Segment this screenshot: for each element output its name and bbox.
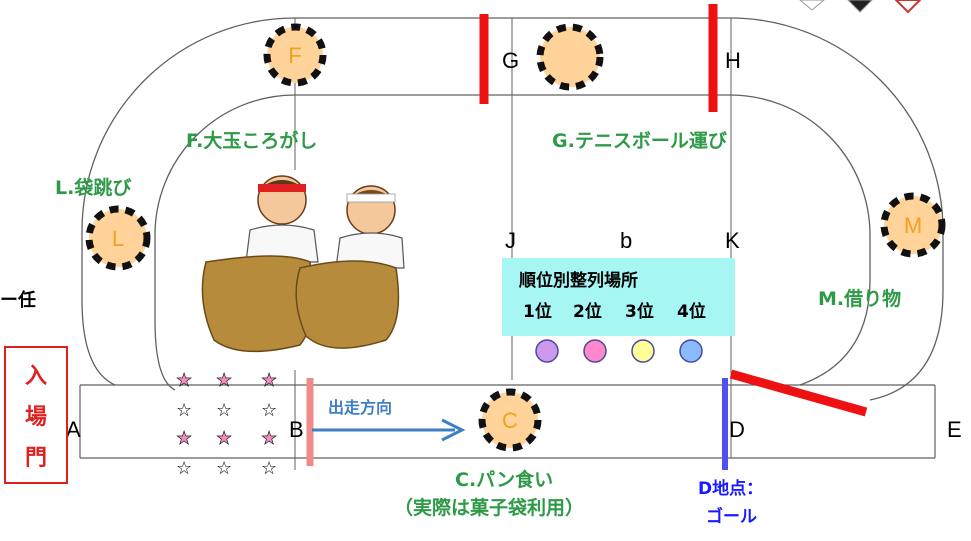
activity-c-line2: （実際は菓子袋利用） <box>394 496 584 519</box>
ranking-4: 4位 <box>677 301 706 322</box>
star: ☆ <box>261 400 277 421</box>
corner-decoration <box>799 0 922 14</box>
outer-track <box>295 17 944 401</box>
entrance-gate <box>4 346 68 484</box>
outer-track-left <box>81 17 296 386</box>
ranking-title: 順位別整列場所 <box>519 270 638 291</box>
ranking-2: 2位 <box>573 301 602 322</box>
station-f-label: F <box>288 43 301 68</box>
point-a: A <box>66 417 81 442</box>
star: ★ <box>261 428 277 449</box>
star-grid: ★ ★ ★ ☆ ☆ ☆ ★ ★ ★ ☆ ☆ ☆ <box>176 370 278 479</box>
ranking-box <box>502 258 735 336</box>
activity-g: G.テニスボール運び <box>552 130 727 152</box>
activity-l: L.袋跳び <box>55 176 131 199</box>
point-b: B <box>289 417 304 442</box>
station-g <box>536 23 604 91</box>
goal-line1: D地点： <box>698 478 763 499</box>
star: ★ <box>216 428 232 449</box>
star: ★ <box>261 370 277 391</box>
star: ★ <box>176 428 192 449</box>
star: ☆ <box>176 458 192 479</box>
gate-char-2: 場 <box>25 405 47 430</box>
star: ★ <box>176 370 192 391</box>
point-e: E <box>947 417 962 442</box>
star: ★ <box>216 370 232 391</box>
direction-label: 出走方向 <box>328 398 392 417</box>
rank-dot-3 <box>631 339 655 363</box>
inner-track-left <box>154 94 296 391</box>
inner-track <box>295 94 871 386</box>
rank-dot-1 <box>535 339 559 363</box>
station-c-label: C <box>502 408 518 433</box>
station-l-label: L <box>112 226 124 251</box>
station-m: M <box>880 192 946 258</box>
star: ☆ <box>261 458 277 479</box>
rank-dot-2 <box>583 339 607 363</box>
sack-race-illustration <box>188 170 418 370</box>
star: ☆ <box>216 400 232 421</box>
gate-char-1: 入 <box>25 364 47 389</box>
activity-f: F.大玉ころがし <box>186 129 317 152</box>
point-j: J <box>505 228 516 253</box>
star: ☆ <box>176 400 192 421</box>
point-g: G <box>502 48 519 73</box>
ranking-1: 1位 <box>523 301 552 322</box>
gate-char-3: 門 <box>25 446 47 471</box>
red-marker-d <box>729 369 868 417</box>
cut-left-text: ー任 <box>0 289 36 311</box>
rank-dot-4 <box>679 339 703 363</box>
point-h: H <box>725 48 741 73</box>
star: ☆ <box>216 458 232 479</box>
point-k: K <box>725 228 740 253</box>
station-c: C <box>478 388 542 452</box>
station-l: L <box>85 205 151 271</box>
ranking-3: 3位 <box>625 301 654 322</box>
point-d: D <box>729 417 745 442</box>
station-m-label: M <box>904 213 922 238</box>
point-b-lower: b <box>620 228 632 253</box>
activity-m: M.借り物 <box>818 287 901 310</box>
goal-line2: ゴール <box>706 506 757 527</box>
activity-c-line1: C.パン食い <box>455 468 553 491</box>
station-f: F <box>263 23 327 87</box>
